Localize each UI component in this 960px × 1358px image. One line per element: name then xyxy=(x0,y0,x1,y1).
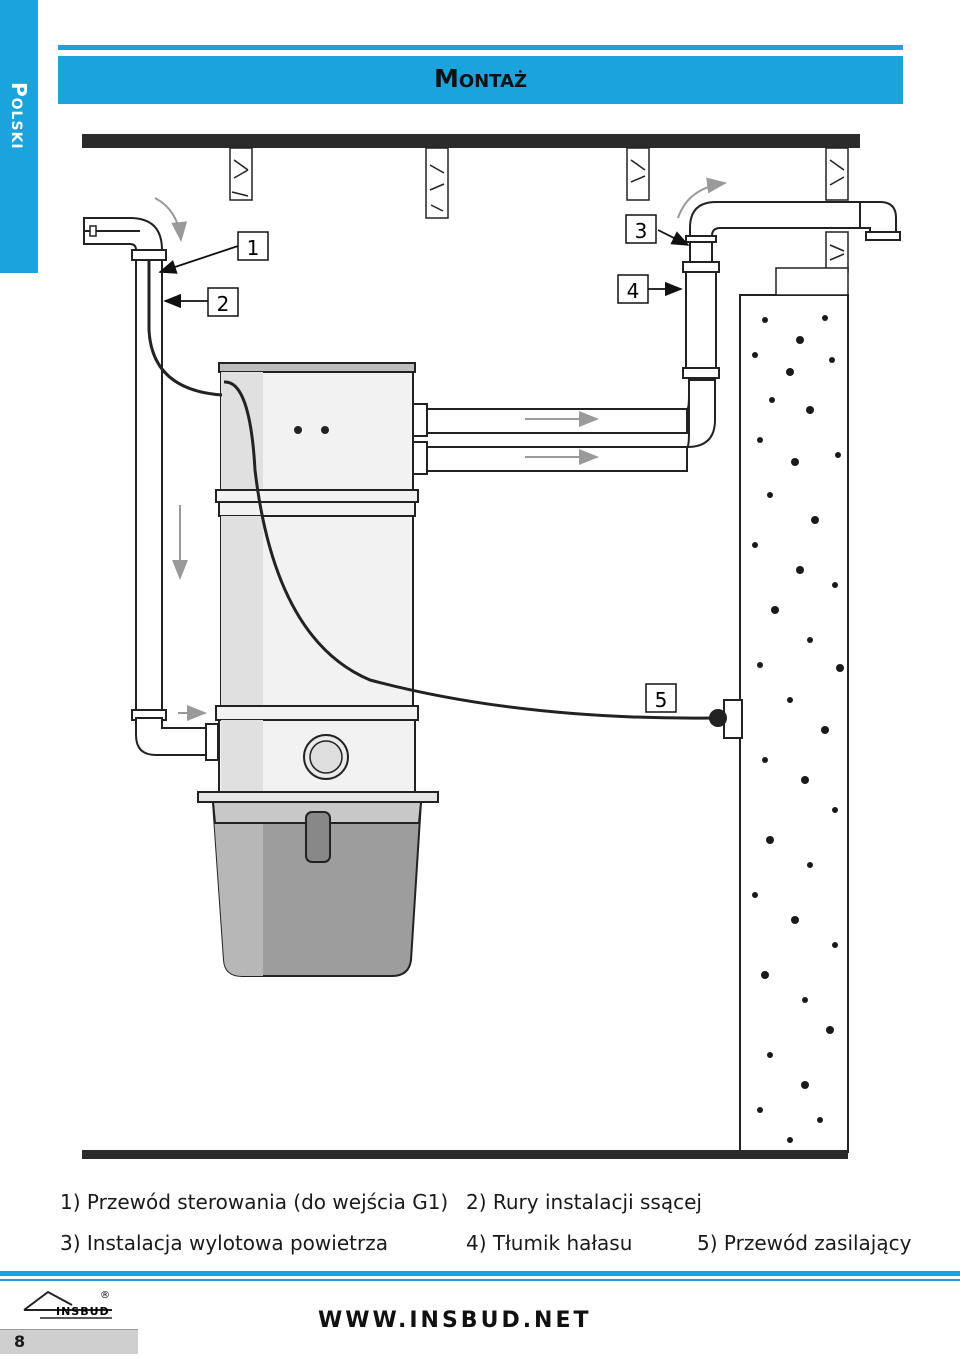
insbud-logo: INSBUD ® xyxy=(23,1290,112,1319)
exhaust-pipes xyxy=(412,201,901,475)
suction-pipe xyxy=(83,217,219,761)
plug xyxy=(709,709,727,727)
callout-3: 3 xyxy=(625,214,657,244)
control-connector xyxy=(89,225,97,237)
callout-4: 4 xyxy=(617,274,649,304)
title-top-rule xyxy=(58,45,903,50)
page-title: Montaż xyxy=(433,64,528,93)
legend-item-1: 1) Przewód sterowania (do wejścia G1) xyxy=(60,1190,449,1214)
title-bar: Montaż xyxy=(58,56,903,104)
page-number: 8 xyxy=(14,1332,26,1351)
callout-1: 1 xyxy=(237,231,269,261)
footer-rule-thin xyxy=(0,1279,960,1281)
joists xyxy=(229,147,849,273)
callout-2: 2 xyxy=(207,287,239,317)
svg-text:4: 4 xyxy=(627,279,640,303)
wall xyxy=(739,294,849,1153)
svg-text:3: 3 xyxy=(635,219,648,243)
page-number-box: 8 xyxy=(0,1329,138,1354)
logo-registered-mark: ® xyxy=(100,1290,110,1301)
wall-texture xyxy=(752,315,844,1143)
language-label: Polski xyxy=(7,82,31,150)
control-cable xyxy=(147,260,223,397)
power-cable xyxy=(223,380,713,720)
floor xyxy=(82,1150,848,1159)
callout-leaders xyxy=(158,229,690,309)
airflow-arrows xyxy=(154,177,727,721)
svg-text:2: 2 xyxy=(217,292,230,316)
footer-rule-thick xyxy=(0,1271,960,1276)
legend-item-3: 3) Instalacja wylotowa powietrza xyxy=(60,1231,388,1255)
svg-text:1: 1 xyxy=(247,236,260,260)
language-tab: Polski xyxy=(0,0,38,273)
logo-text: INSBUD xyxy=(56,1305,110,1318)
legend-item-4: 4) Tłumik hałasu xyxy=(466,1231,633,1255)
svg-text:5: 5 xyxy=(655,688,668,712)
website-url: WWW.INSBUD.NET xyxy=(318,1308,592,1333)
legend-item-5: 5) Przewód zasilający xyxy=(697,1231,912,1255)
central-vacuum-unit xyxy=(197,362,439,977)
legend-item-2: 2) Rury instalacji ssącej xyxy=(466,1190,702,1214)
ceiling xyxy=(82,134,860,148)
wall-beam xyxy=(775,267,849,296)
callout-5: 5 xyxy=(645,683,677,713)
